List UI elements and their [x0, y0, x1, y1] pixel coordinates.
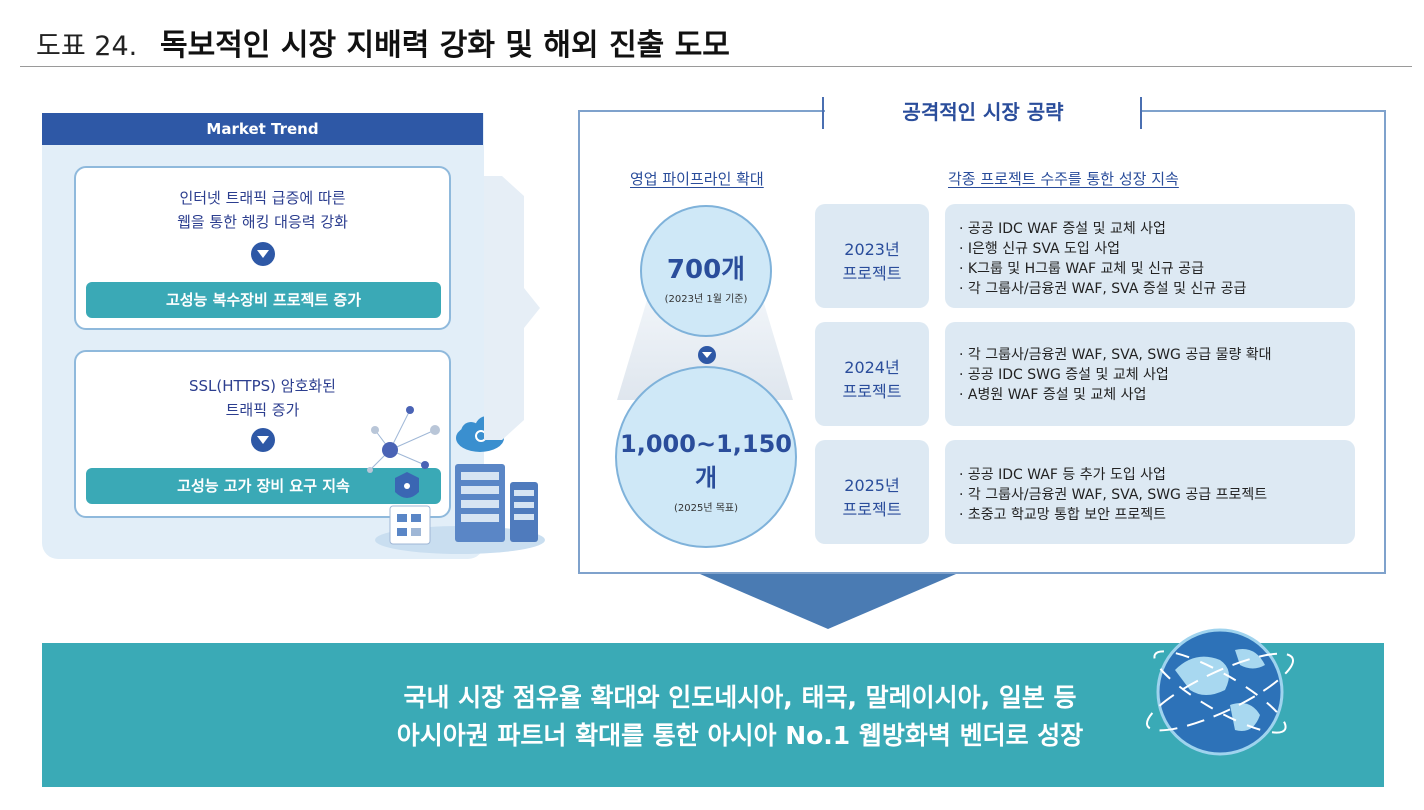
- banner-pointer: [700, 574, 956, 629]
- project-item: · 공공 IDC WAF 등 추가 도입 사업: [959, 467, 1166, 483]
- project-list-2025: · 공공 IDC WAF 등 추가 도입 사업 · 각 그룹사/금융권 WAF,…: [945, 440, 1355, 544]
- banner-line1: 국내 시장 점유율 확대와 인도네시아, 태국, 말레이시아, 일본 등: [403, 683, 1077, 712]
- banner-line2: 아시아권 파트너 확대를 통한 아시아 No.1 웹방화벽 벤더로 성장: [396, 721, 1084, 750]
- trend-card-line1: SSL(HTTPS) 암호화된: [189, 377, 336, 395]
- year-label: 2023년: [844, 240, 900, 259]
- figure-number: 도표 24.: [36, 31, 138, 62]
- trend-result-pill: 고성능 고가 장비 요구 지속: [86, 468, 441, 504]
- strategy-title-backdrop: [825, 92, 1141, 132]
- project-list-2023: · 공공 IDC WAF 증설 및 교체 사업 · I은행 신규 SVA 도입 …: [945, 204, 1355, 308]
- trend-card-line2: 웹을 통한 해킹 대응력 강화: [177, 213, 348, 231]
- chevron-down-icon: [251, 428, 275, 452]
- pipeline-target-note: (2025년 목표): [673, 503, 739, 514]
- year-box-2023: 2023년 프로젝트: [815, 204, 929, 308]
- project-item: · 각 그룹사/금융권 WAF, SVA, SWG 공급 프로젝트: [959, 487, 1268, 503]
- year-sublabel: 프로젝트: [842, 264, 902, 283]
- strategy-title: 공격적인 시장 공략: [902, 100, 1064, 124]
- project-list-2024: · 각 그룹사/금융권 WAF, SVA, SWG 공급 물량 확대 · 공공 …: [945, 322, 1355, 426]
- chevron-down-icon: [698, 346, 716, 364]
- market-trend-title: Market Trend: [42, 113, 483, 145]
- vision-banner: [42, 643, 1384, 787]
- project-item: · 각 그룹사/금융권 WAF, SVA, SWG 공급 물량 확대: [959, 347, 1272, 363]
- year-box-2025: 2025년 프로젝트: [815, 440, 929, 544]
- pipeline-target-circle: 1,000~1,150개 (2025년 목표): [615, 366, 797, 548]
- year-sublabel: 프로젝트: [842, 382, 902, 401]
- trend-card-traffic: 인터넷 트래픽 급증에 따른 웹을 통한 해킹 대응력 강화 고성능 복수장비 …: [74, 166, 451, 330]
- flow-arrow: [484, 176, 540, 440]
- project-item: · K그룹 및 H그룹 WAF 교체 및 신규 공급: [959, 261, 1205, 277]
- title-bracket-right: [1140, 97, 1142, 129]
- project-item: · 공공 IDC WAF 증설 및 교체 사업: [959, 221, 1166, 237]
- header-divider: [20, 66, 1412, 67]
- project-item: · A병원 WAF 증설 및 교체 사업: [959, 387, 1147, 403]
- project-item: · 초중고 학교망 통합 보안 프로젝트: [959, 507, 1167, 523]
- year-box-2024: 2024년 프로젝트: [815, 322, 929, 426]
- year-label: 2025년: [844, 476, 900, 495]
- globe-icon: [1146, 628, 1294, 756]
- pipeline-current-value: 700개: [666, 255, 746, 285]
- pipeline-target-value: 1,000~1,150개: [620, 430, 792, 492]
- year-sublabel: 프로젝트: [842, 500, 902, 519]
- trend-card-line2: 트래픽 증가: [225, 401, 300, 419]
- year-label: 2024년: [844, 358, 900, 377]
- pipeline-label: 영업 파이프라인 확대: [630, 170, 764, 188]
- trend-card-line1: 인터넷 트래픽 급증에 따른: [179, 189, 346, 207]
- projects-label: 각종 프로젝트 수주를 통한 성장 지속: [948, 170, 1179, 188]
- trend-result-pill: 고성능 복수장비 프로젝트 증가: [86, 282, 441, 318]
- chevron-down-icon: [251, 242, 275, 266]
- trend-card-ssl: SSL(HTTPS) 암호화된 트래픽 증가 고성능 고가 장비 요구 지속: [74, 350, 451, 518]
- title-bracket-left: [822, 97, 824, 129]
- project-item: · 각 그룹사/금융권 WAF, SVA 증설 및 신규 공급: [959, 281, 1247, 297]
- figure-title: 독보적인 시장 지배력 강화 및 해외 진출 도모: [160, 28, 730, 63]
- project-item: · I은행 신규 SVA 도입 사업: [959, 241, 1121, 257]
- pipeline-current-note: (2023년 1월 기준): [664, 294, 748, 305]
- project-item: · 공공 IDC SWG 증설 및 교체 사업: [959, 367, 1169, 383]
- pipeline-current-circle: 700개 (2023년 1월 기준): [640, 205, 772, 337]
